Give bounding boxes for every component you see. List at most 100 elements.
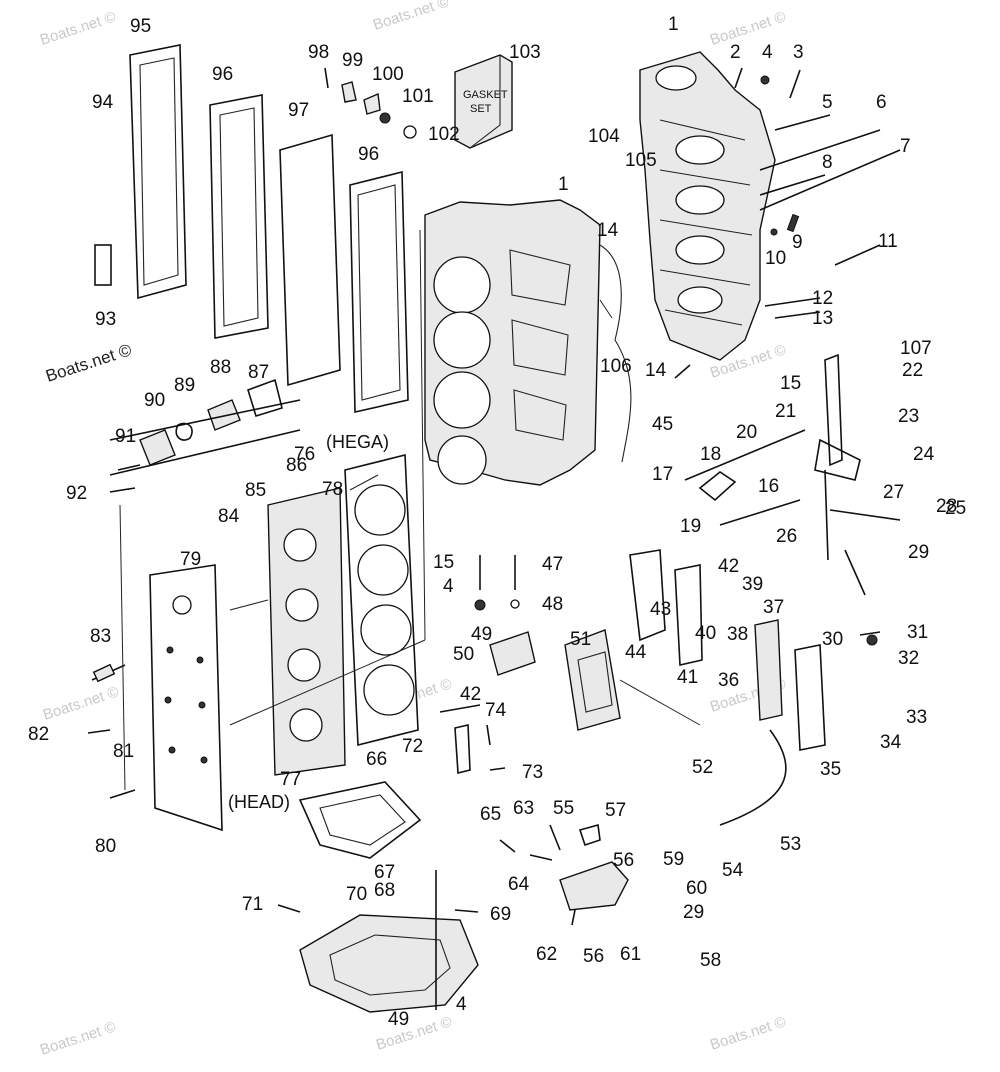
callout-22: 22 [902,360,923,381]
callout-1: 1 [558,174,569,195]
throttle-linkage [629,353,901,826]
callout-59: 59 [663,849,684,870]
callout-43: 43 [650,599,671,620]
callout-5: 5 [822,92,833,113]
callout-84: 84 [218,506,240,527]
head-gasket [344,453,419,747]
cylinder-head [267,487,346,776]
intake-gasket [298,781,422,859]
thermostat-group [109,378,301,493]
callout-4: 4 [762,42,773,63]
callout-65: 65 [480,804,501,825]
callout-60: 60 [686,878,707,899]
callout-1: 1 [668,14,679,35]
callout-105: 105 [625,150,657,171]
callout-72: 72 [402,736,423,757]
callout-97: 97 [288,100,309,121]
small-fittings [324,67,417,139]
callout-93: 93 [95,309,116,330]
callout-106: 106 [600,356,632,377]
callout-9: 9 [792,232,803,253]
crankcase-bolts [674,67,901,379]
callout-49: 49 [388,1009,409,1030]
callout-34: 34 [880,732,902,753]
callout-64: 64 [508,874,530,895]
callout-101: 101 [402,86,434,107]
reed-valve-parts [474,555,701,731]
gasket-set-box: GASKET SET [454,54,513,149]
callout-6: 6 [876,92,887,113]
callout-39: 39 [742,574,763,595]
callout-89: 89 [174,375,195,396]
callout-21: 21 [775,401,796,422]
callout-98: 98 [308,42,329,63]
callout-14: 14 [597,220,619,241]
head-cover-plate [87,564,223,832]
callout-85: 85 [245,480,266,501]
callout-63: 63 [513,798,534,819]
callout-67: 67 [374,862,395,883]
callout-51: 51 [570,629,591,650]
callout-96: 96 [358,144,379,165]
callout-81: 81 [113,741,134,762]
callout-88: 88 [210,357,231,378]
callout-66: 66 [366,749,387,770]
callout-94: 94 [92,92,114,113]
callout-53: 53 [780,834,801,855]
callout-103: 103 [509,42,541,63]
callout-55: 55 [553,798,574,819]
callout-3: 3 [793,42,804,63]
callout-31: 31 [907,622,928,643]
callout-71: 71 [242,894,263,915]
callout-8: 8 [822,152,833,173]
callout-73: 73 [522,762,543,783]
crankcase-drawing [639,51,776,361]
watermark: Boats.net © [371,0,451,34]
callout-77: 77 [280,769,301,790]
gasket-set-label-line1: GASKET [463,89,508,101]
callout-38: 38 [727,624,748,645]
callout-82: 82 [28,724,49,745]
callout-47: 47 [542,554,563,575]
watermark: Boats.net © [38,1018,118,1058]
watermark: Boats.net © [708,1013,788,1053]
callout-95: 95 [130,16,151,37]
callout-61: 61 [620,944,641,965]
callout-57: 57 [605,800,626,821]
callout-16: 16 [758,476,779,497]
callout-58: 58 [700,950,721,971]
head-note: (HEAD) [228,792,290,812]
gasket-set-label-line2: SET [470,103,492,115]
cylinder-block-drawing [424,199,632,486]
callout-96: 96 [212,64,233,85]
callout-56: 56 [613,850,634,871]
choke-parts [439,704,506,775]
callout-45: 45 [652,414,673,435]
callout-50: 50 [453,644,474,665]
callout-35: 35 [820,759,841,780]
callout-56: 56 [583,946,604,967]
callout-18: 18 [700,444,721,465]
callout-11: 11 [878,231,898,252]
callout-20: 20 [736,422,757,443]
watermark: Boats.net © [708,8,788,48]
callout-14: 14 [645,360,667,381]
callout-23: 23 [898,406,919,427]
callout-29: 29 [908,542,929,563]
exhaust-gaskets [94,44,409,413]
callout-44: 44 [625,642,647,663]
callout-28: 28 [936,496,957,517]
callout-27: 27 [883,482,904,503]
bracket-assembly [499,823,629,926]
callout-30: 30 [822,629,843,650]
callout-83: 83 [90,626,111,647]
callout-54: 54 [722,860,744,881]
callout-90: 90 [144,390,165,411]
callout-42: 42 [718,556,739,577]
callout-49: 49 [471,624,492,645]
adapter-plate [277,870,479,1013]
callout-102: 102 [428,124,460,145]
callout-26: 26 [776,526,797,547]
callout-12: 12 [812,288,833,309]
